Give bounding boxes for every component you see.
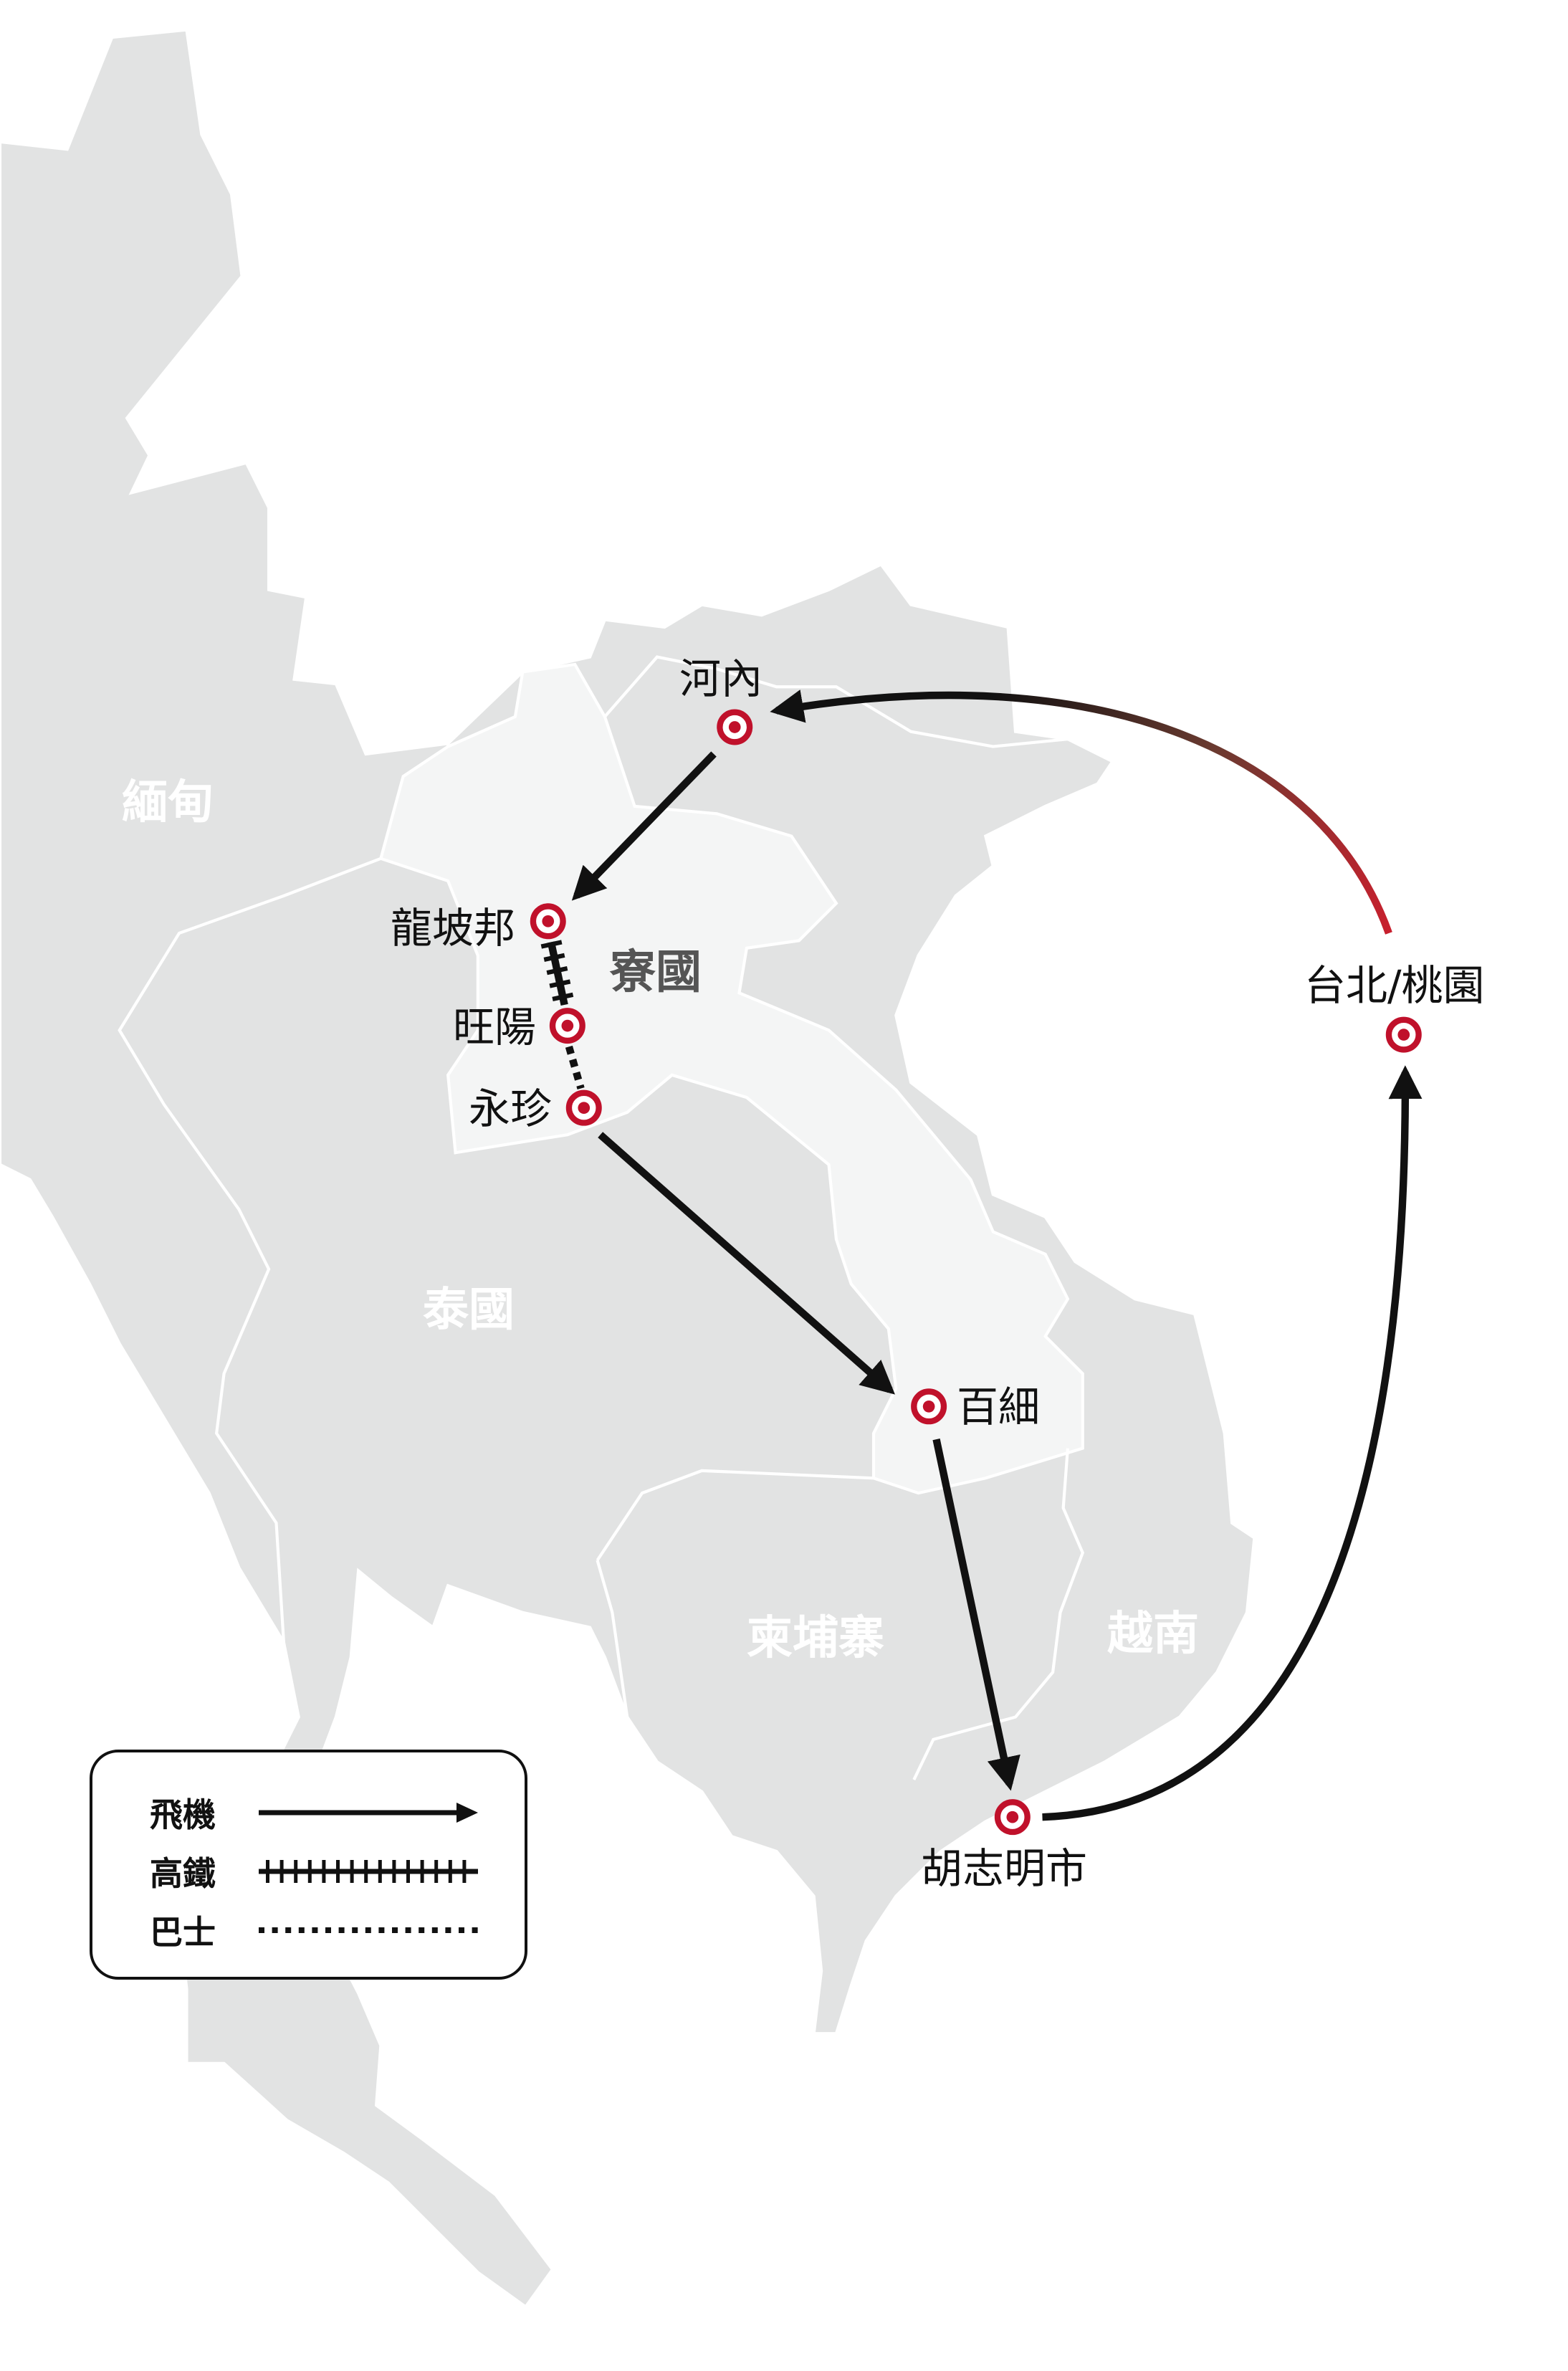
- marker-luang-prabang: [530, 903, 566, 940]
- legend-item-flight: 飛機: [150, 1791, 479, 1834]
- city-markers: [530, 709, 1422, 1836]
- flight-arrow-icon: [259, 1803, 478, 1823]
- legend-label-bus: 巴士: [150, 1913, 216, 1952]
- country-label-cambodia: 柬埔寨: [747, 1612, 884, 1665]
- route-flight-hochiminh-taipei: [1042, 1065, 1423, 1821]
- route-flight-taipei-hanoi: [770, 690, 1392, 935]
- marker-taipei: [1385, 1016, 1422, 1053]
- city-label-pakse: 百細: [957, 1383, 1041, 1431]
- legend: 飛機 高鐵 巴士: [90, 1750, 527, 1980]
- country-label-laos: 寮國: [610, 946, 702, 999]
- route-flight-pakse-hochiminh: [932, 1439, 1020, 1791]
- marker-vang-vieng: [549, 1008, 585, 1044]
- country-label-myanmar: 緬甸: [122, 776, 214, 829]
- legend-label-rail: 高鐵: [150, 1854, 216, 1893]
- country-label-thailand: 泰國: [423, 1284, 515, 1337]
- city-label-luang-prabang: 龍坡邦: [391, 904, 516, 953]
- legend-label-flight: 飛機: [150, 1795, 216, 1834]
- city-label-taipei: 台北/桃園: [1304, 961, 1485, 1010]
- city-label-vang-vieng: 旺陽: [453, 1003, 537, 1051]
- route-bus-vangvieng-vientiane: [565, 1045, 585, 1090]
- city-label-vientiane: 永珍: [469, 1084, 553, 1133]
- marker-vientiane: [565, 1089, 602, 1126]
- country-label-vietnam: 越南: [1107, 1608, 1199, 1661]
- route-flight-vientiane-pakse: [598, 1132, 895, 1395]
- city-label-hanoi: 河內: [679, 654, 763, 703]
- route-rail-luangprabang-vangvieng: [547, 941, 568, 1006]
- marker-pakse: [911, 1388, 947, 1425]
- legend-item-rail: 高鐵: [150, 1850, 479, 1893]
- legend-item-bus: 巴士: [150, 1909, 479, 1952]
- marker-ho-chi-minh: [994, 1799, 1031, 1836]
- country-borders: [118, 655, 1085, 1780]
- route-flight-hanoi-luangprabang: [571, 751, 717, 901]
- bus-line-icon: [259, 1927, 478, 1933]
- city-label-ho-chi-minh: 胡志明市: [921, 1844, 1088, 1893]
- rail-line-icon: [259, 1860, 478, 1883]
- marker-hanoi: [717, 709, 753, 745]
- laos-region: [378, 662, 1084, 1495]
